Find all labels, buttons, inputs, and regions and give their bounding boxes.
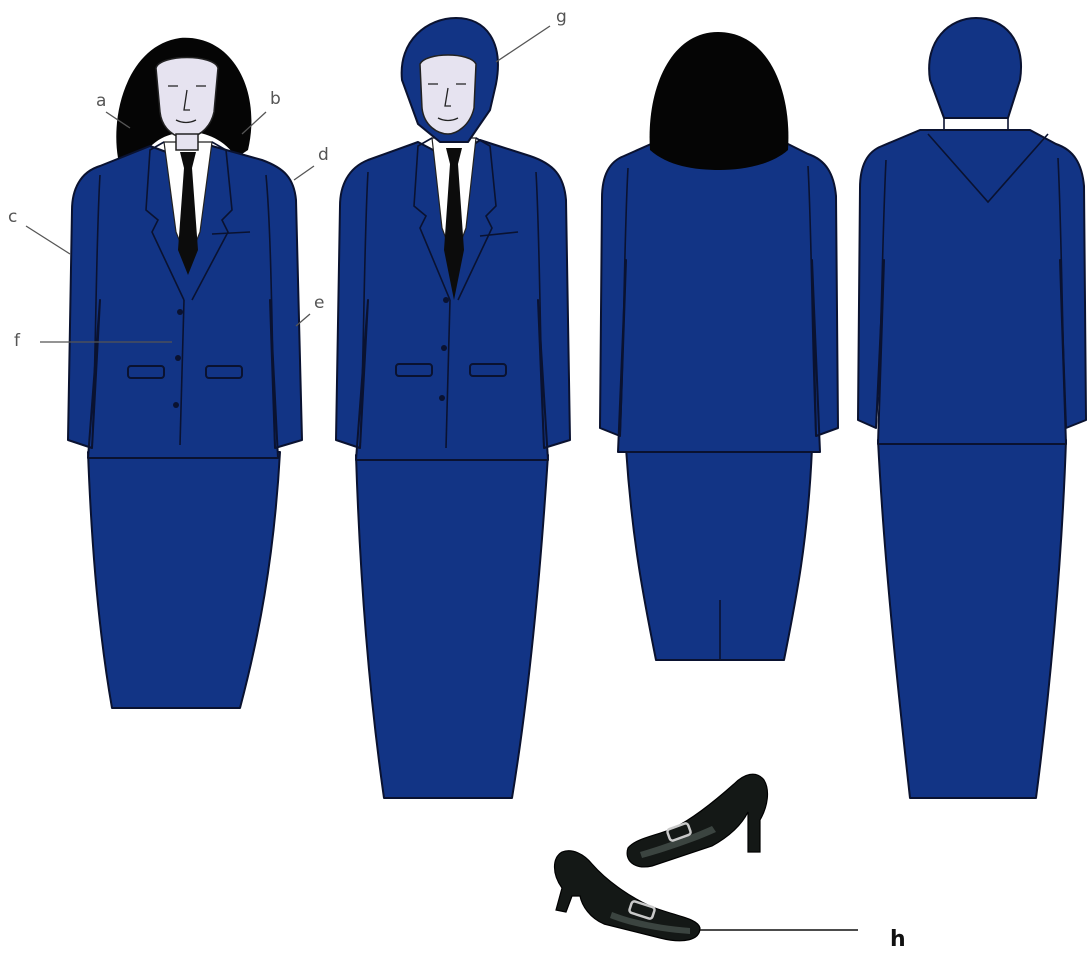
skirt — [88, 452, 280, 708]
skirt — [356, 455, 548, 798]
neck — [176, 134, 198, 150]
label-d-text: d — [318, 145, 329, 165]
label-e: e — [296, 293, 324, 326]
label-e-text: e — [314, 293, 324, 313]
label-g: g — [496, 7, 567, 62]
pocket-left — [396, 364, 432, 376]
pocket-right — [470, 364, 506, 376]
figure-back-hair — [600, 32, 838, 660]
skirt — [878, 440, 1066, 798]
label-a-text: a — [96, 91, 106, 111]
shoes — [555, 774, 768, 941]
face — [156, 58, 218, 139]
jacket — [600, 140, 838, 452]
label-g-text: g — [556, 7, 567, 27]
shoe-back — [627, 774, 767, 867]
button-1 — [443, 297, 449, 303]
figure-front-hair — [68, 38, 302, 708]
label-c-text: c — [8, 207, 17, 227]
button-3 — [439, 395, 445, 401]
button-3 — [173, 402, 179, 408]
label-d: d — [294, 145, 329, 180]
skirt — [626, 448, 812, 660]
pocket-right — [206, 366, 242, 378]
button-1 — [177, 309, 183, 315]
button-2 — [441, 345, 447, 351]
figure-front-hijab — [336, 18, 570, 798]
face — [420, 55, 476, 134]
label-c: c — [8, 207, 70, 254]
hair — [650, 32, 789, 170]
button-2 — [175, 355, 181, 361]
shoe-front — [555, 851, 701, 941]
figure-back-hijab — [858, 18, 1086, 798]
label-b-text: b — [270, 89, 281, 109]
label-h-text: h — [890, 927, 906, 952]
label-f-text: f — [14, 331, 21, 351]
jacket — [858, 130, 1086, 444]
label-h: h — [700, 927, 906, 952]
pocket-left — [128, 366, 164, 378]
hijab-band — [944, 118, 1008, 130]
hijab — [929, 18, 1021, 118]
